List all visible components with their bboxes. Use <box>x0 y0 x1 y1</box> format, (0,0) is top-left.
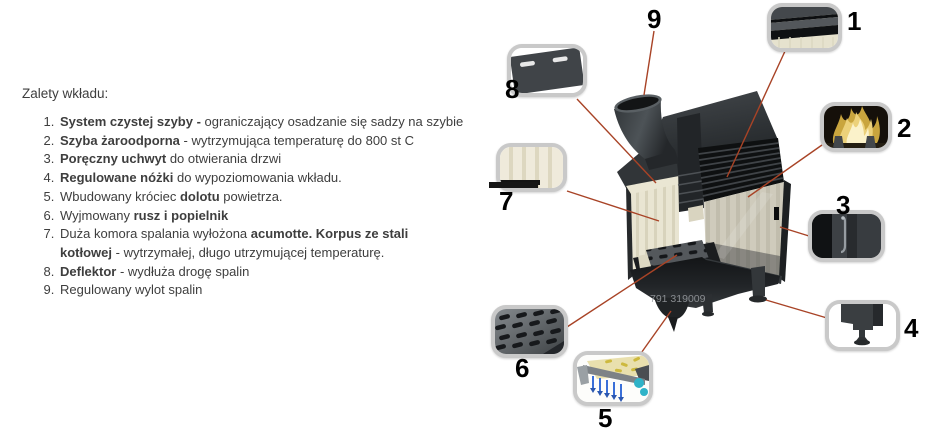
callout-number-5: 5 <box>598 403 613 433</box>
callout-number-9: 9 <box>647 4 662 34</box>
advantage-item: Duża komora spalania wyłożona acumotte. … <box>58 225 456 262</box>
stove-base <box>630 257 780 308</box>
advantage-item: Regulowany wylot spalin <box>58 281 492 300</box>
callout-number-8: 8 <box>505 74 520 104</box>
insulation-slab <box>626 176 679 196</box>
air-inlet-fin <box>668 317 678 332</box>
callout-number-1: 1 <box>847 6 862 36</box>
callout-number-2: 2 <box>897 113 912 143</box>
advantage-item: Regulowane nóżki do wypoziomowania wkład… <box>58 169 492 188</box>
thumbnail-heatproof-glass <box>820 102 892 152</box>
advantages-list: System czystej szyby - ograniczający osa… <box>22 113 492 300</box>
flue-pipe <box>614 99 675 159</box>
leader-lines <box>566 30 828 357</box>
flue-opening-inner <box>617 96 659 111</box>
leader-line-1 <box>726 48 787 178</box>
thumbnail-air-inlet <box>573 351 653 406</box>
thumbnail-deflector <box>507 44 587 97</box>
door-handle <box>774 207 779 220</box>
callout-number-3: 3 <box>836 190 851 220</box>
callout-number-7: 7 <box>499 186 514 216</box>
thumbnail-clean-glass-system <box>767 3 842 52</box>
advantage-item: Wbudowany króciec dolotu powietrza. <box>58 188 492 207</box>
acumotte-floor-corner <box>688 205 704 222</box>
callout-number-6: 6 <box>515 353 530 383</box>
pipe-base <box>645 150 679 170</box>
leader-line-2 <box>747 144 823 198</box>
glass-door <box>704 182 784 278</box>
leader-line-9 <box>643 30 655 96</box>
air-inlet-spigot <box>654 297 689 319</box>
leader-line-5 <box>638 310 672 357</box>
advantages-heading: Zalety wkładu: <box>22 86 109 101</box>
thumbnail-door-handle <box>808 210 885 262</box>
stove-foot-left <box>702 311 714 317</box>
heat-fins-lines <box>698 142 783 197</box>
stove-leg-left <box>702 294 713 313</box>
acumotte-shelf-bar <box>489 182 538 188</box>
advantage-item: Szyba żaroodporna - wytrzymująca tempera… <box>58 132 492 151</box>
leader-line-3 <box>779 226 810 237</box>
watermark-text: 791 319009 <box>650 293 706 305</box>
frame-cut-column <box>677 113 704 212</box>
advantage-item: Wyjmowany rusz i popielnik <box>58 207 492 226</box>
advantage-item: System czystej szyby - ograniczający osa… <box>58 113 492 132</box>
stove-left-edge <box>626 186 633 280</box>
stove-foot-right <box>749 295 767 303</box>
leader-line-7 <box>566 190 660 222</box>
thumbnail-adjustable-leg <box>825 300 900 351</box>
callout-number-4: 4 <box>904 313 919 343</box>
leader-line-6 <box>566 254 678 328</box>
stove-leg-right <box>751 266 765 297</box>
advantages-panel: Zalety wkładu: System czystej szyby - og… <box>22 86 492 300</box>
advantage-item: Poręczny uchwyt do otwierania drzwi <box>58 150 492 169</box>
thumbnail-grate <box>491 305 568 358</box>
glass-reflection <box>714 192 773 259</box>
advantage-item: Deflektor - wydłuża drogę spalin <box>58 263 492 282</box>
leader-line-8 <box>576 98 657 184</box>
door-right-frame <box>779 180 791 282</box>
leader-line-4 <box>765 299 828 319</box>
